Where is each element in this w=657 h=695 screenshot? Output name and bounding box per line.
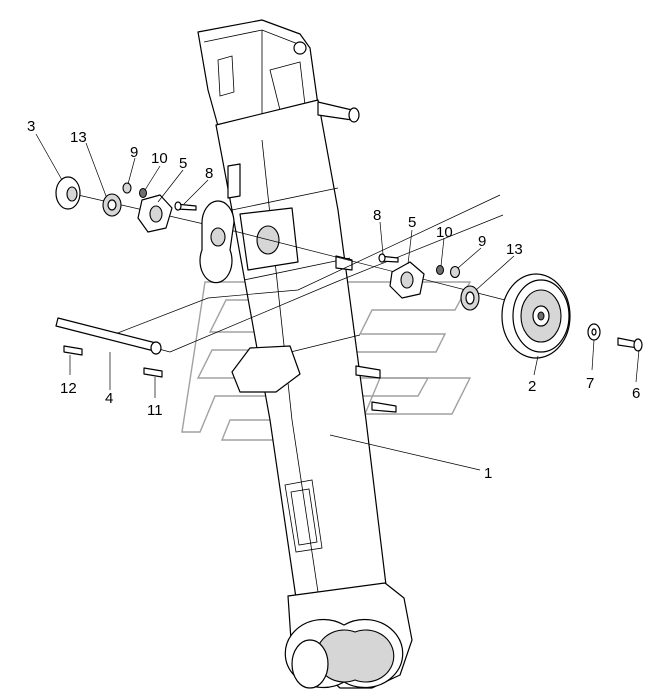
nut-part-9-right [449, 265, 461, 279]
washer-part-7 [587, 323, 601, 341]
bearing-part-13-left [102, 193, 122, 217]
callout-6: 6 [632, 385, 640, 402]
callout-8-left: 8 [205, 165, 213, 182]
callout-labels: 1 2 3 4 5 5 6 7 8 8 9 9 10 10 11 12 13 1… [27, 118, 640, 482]
callout-4: 4 [105, 390, 113, 407]
nut-part-9-left [122, 182, 132, 194]
callout-10-right: 10 [436, 224, 453, 241]
flange-part-5-left [137, 194, 173, 233]
pulley-part-2 [501, 273, 571, 359]
callout-3: 3 [27, 118, 35, 135]
plate-part-left [199, 200, 235, 284]
callout-10-left: 10 [151, 150, 168, 167]
callout-11: 11 [147, 402, 163, 419]
key-part-11 [143, 367, 163, 378]
callout-13-left: 13 [70, 129, 87, 146]
callout-8-right: 8 [373, 207, 381, 224]
callout-7: 7 [586, 375, 594, 392]
callout-1: 1 [484, 465, 492, 482]
callout-9-left: 9 [130, 144, 138, 161]
washer-part-10-right [436, 265, 444, 275]
bearing-part-13-right [460, 285, 480, 311]
washer-part-3 [55, 176, 81, 210]
callout-2: 2 [528, 378, 536, 395]
flange-part-5-right [389, 261, 425, 299]
callout-9-right: 9 [478, 233, 486, 250]
bolt-part-8-right [378, 253, 399, 263]
callout-12: 12 [60, 380, 77, 397]
shaft-part-4 [55, 317, 162, 355]
callout-5-right: 5 [408, 214, 416, 231]
key-part-12 [63, 345, 83, 356]
bolt-part-8-left [174, 201, 197, 211]
callout-13-right: 13 [506, 241, 523, 258]
callout-5-left: 5 [179, 155, 187, 172]
bolt-part-6 [617, 337, 643, 352]
frame-beam-part [197, 19, 413, 689]
leader-lines [35, 133, 640, 471]
washer-part-10-left [139, 188, 147, 198]
